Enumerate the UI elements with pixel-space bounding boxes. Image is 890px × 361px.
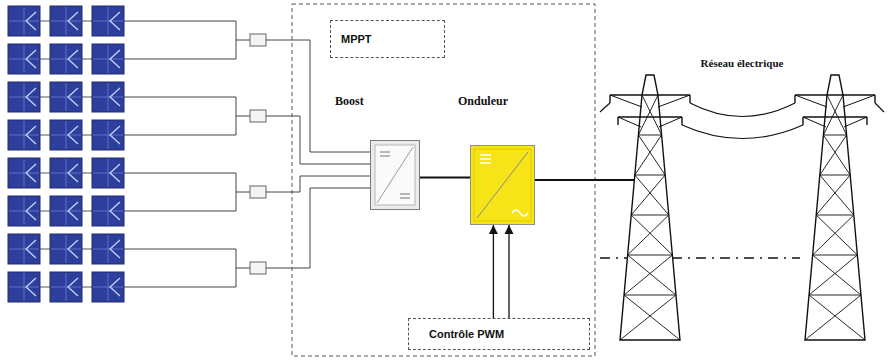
dc-wires	[266, 40, 370, 268]
pv-panel	[50, 158, 82, 188]
pv-panel	[8, 158, 40, 188]
boost-symbol	[371, 141, 419, 209]
pv-panel	[8, 196, 40, 226]
pv-panel	[50, 234, 82, 264]
pv-panel	[92, 82, 124, 112]
inverter-symbol	[471, 146, 534, 224]
pv-panel	[8, 120, 40, 150]
box-label: MPPT	[341, 33, 372, 45]
pv-panel	[8, 44, 40, 74]
control-arrow	[493, 225, 494, 318]
pylon	[795, 75, 875, 340]
pv-panel	[50, 196, 82, 226]
pv-panel	[92, 6, 124, 36]
pv-panel	[50, 44, 82, 74]
pv-panel	[92, 158, 124, 188]
pwm-control-box: Contrôle PWM	[408, 318, 590, 350]
device-label: Onduleur	[458, 94, 535, 109]
pv-panel	[50, 82, 82, 112]
box-text: Contrôle PWM	[429, 328, 504, 340]
pv-panel	[50, 272, 82, 302]
junction-boxes	[250, 34, 266, 274]
pv-array	[8, 6, 124, 302]
pv-panel	[8, 82, 40, 112]
pv-panel	[92, 44, 124, 74]
converter-box	[370, 140, 420, 210]
string-wires	[124, 21, 250, 287]
device-heading: Onduleur	[458, 94, 535, 109]
pv-panel	[92, 234, 124, 264]
dc-link	[420, 177, 470, 179]
pv-panel	[8, 6, 40, 36]
pv-panel	[92, 272, 124, 302]
inverter: Onduleur	[458, 94, 535, 225]
mppt-box: MPPT	[330, 20, 445, 58]
pv-panel	[8, 234, 40, 264]
pv-panel	[92, 120, 124, 150]
pylon	[610, 75, 690, 340]
pv-panel	[50, 120, 82, 150]
panel-links	[40, 21, 92, 287]
pv-panel	[8, 272, 40, 302]
boost-converter: Boost	[335, 94, 420, 210]
control-arrow	[508, 225, 509, 318]
grid-feed-line	[535, 179, 634, 181]
grid-label: Réseau électrique	[699, 57, 786, 69]
device-label: Boost	[335, 94, 420, 109]
pv-panel	[50, 6, 82, 36]
inverter-box	[470, 145, 535, 225]
device-heading: Boost	[335, 94, 420, 109]
box-text: MPPT	[341, 33, 372, 45]
pv-panel	[92, 196, 124, 226]
box-label: Contrôle PWM	[429, 328, 504, 340]
